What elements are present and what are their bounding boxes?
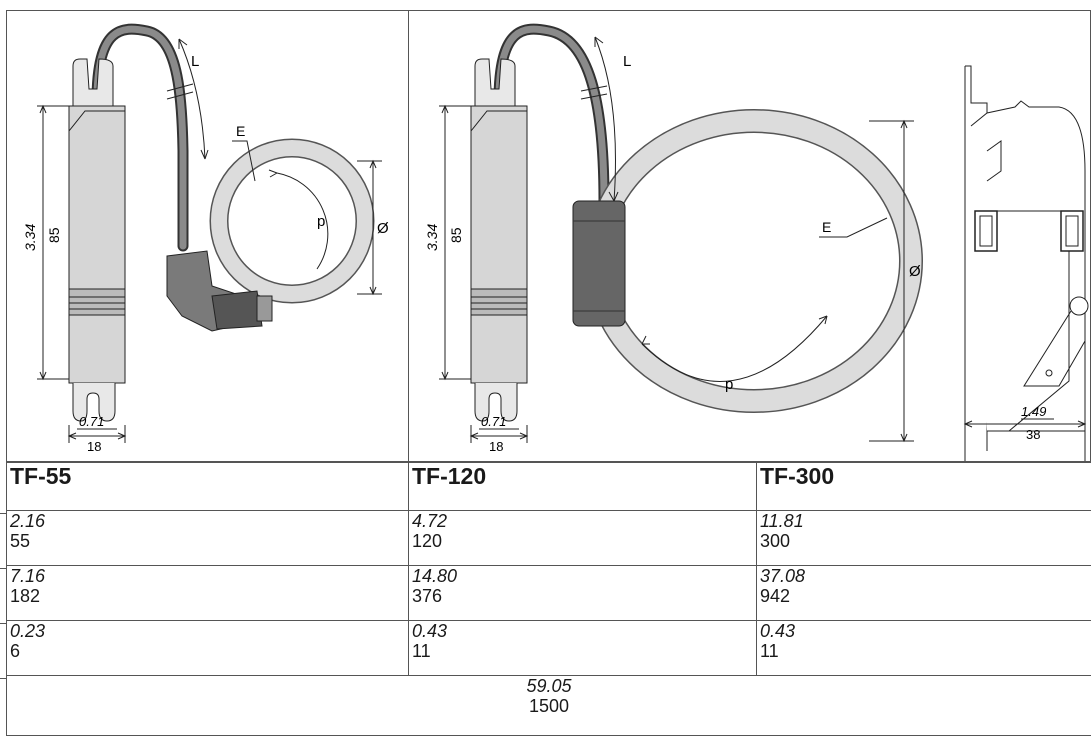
connector-base	[470, 314, 528, 384]
connector-prongs	[72, 58, 114, 106]
perimeter-label: p	[317, 213, 325, 230]
height-mm-label: 85	[46, 227, 62, 243]
side-view	[964, 65, 1089, 471]
cable-inner	[93, 25, 187, 250]
side-width-in-label: 1.49	[1021, 404, 1046, 419]
connector-grip	[470, 288, 528, 316]
row-divider-tick	[0, 623, 6, 624]
connector-body	[470, 105, 528, 297]
cable-inner	[495, 25, 608, 205]
perimeter-arc	[276, 172, 329, 270]
loop-head-clip	[211, 290, 263, 330]
perimeter-label: p	[725, 376, 733, 393]
cable-break-mark	[166, 83, 194, 92]
row-divider-tick	[0, 513, 6, 514]
cable-length-arrow	[594, 36, 616, 202]
diameter-label: Ø	[377, 220, 389, 237]
connector-body	[68, 105, 126, 297]
cable-length-label: L	[191, 53, 199, 70]
body-bevel	[68, 110, 125, 132]
cable-break-mark	[166, 91, 194, 100]
tf-120-300-drawing: L E p Ø 3.34 85 0.71 18 1.49 38	[424, 23, 1089, 471]
column-header-tf-300: TF-300	[756, 462, 1091, 511]
perimeter-arc	[641, 315, 828, 382]
wall-leader	[819, 217, 888, 238]
wall-thickness-label: E	[822, 219, 831, 235]
column-header-tf-55: TF-55	[6, 462, 409, 511]
connector-base	[68, 314, 126, 384]
height-mm-label: 85	[448, 227, 464, 243]
connector-bottom-tabs	[72, 383, 116, 422]
connector-prongs	[474, 58, 516, 106]
table-header-row: TF-55 TF-120 TF-300	[6, 462, 1091, 511]
cable-length-label: L	[623, 53, 631, 70]
row-divider-tick	[0, 568, 6, 569]
width-in-label: 0.71	[481, 414, 506, 429]
connector-grip	[68, 288, 126, 316]
loop-head-tip	[256, 295, 273, 322]
connector-bottom-tabs	[474, 383, 518, 422]
row-divider-tick	[0, 678, 6, 679]
loop-head	[572, 200, 626, 327]
diameter-label: Ø	[909, 263, 921, 280]
column-header-tf-120: TF-120	[408, 462, 757, 511]
tf-55-drawing: L E p Ø 3.34 85 0.71 18	[22, 23, 389, 454]
cable-length-arrow	[178, 38, 206, 160]
width-mm-label: 18	[489, 439, 503, 454]
height-in-label: 3.34	[22, 224, 38, 251]
wall-thickness-label: E	[236, 123, 245, 139]
height-in-label: 3.34	[424, 224, 440, 251]
tf-55-drawing-panel: L E p Ø 3.34 85 0.71 18	[6, 10, 409, 462]
tf-120-300-drawing-panel: L E p Ø 3.34 85 0.71 18 1.49 38	[408, 10, 1091, 471]
loop-inner	[211, 140, 373, 302]
wall-leader	[232, 140, 256, 182]
width-mm-label: 18	[87, 439, 101, 454]
loop-inner	[586, 110, 922, 412]
side-width-mm-label: 38	[1026, 427, 1040, 442]
width-in-label: 0.71	[79, 414, 104, 429]
